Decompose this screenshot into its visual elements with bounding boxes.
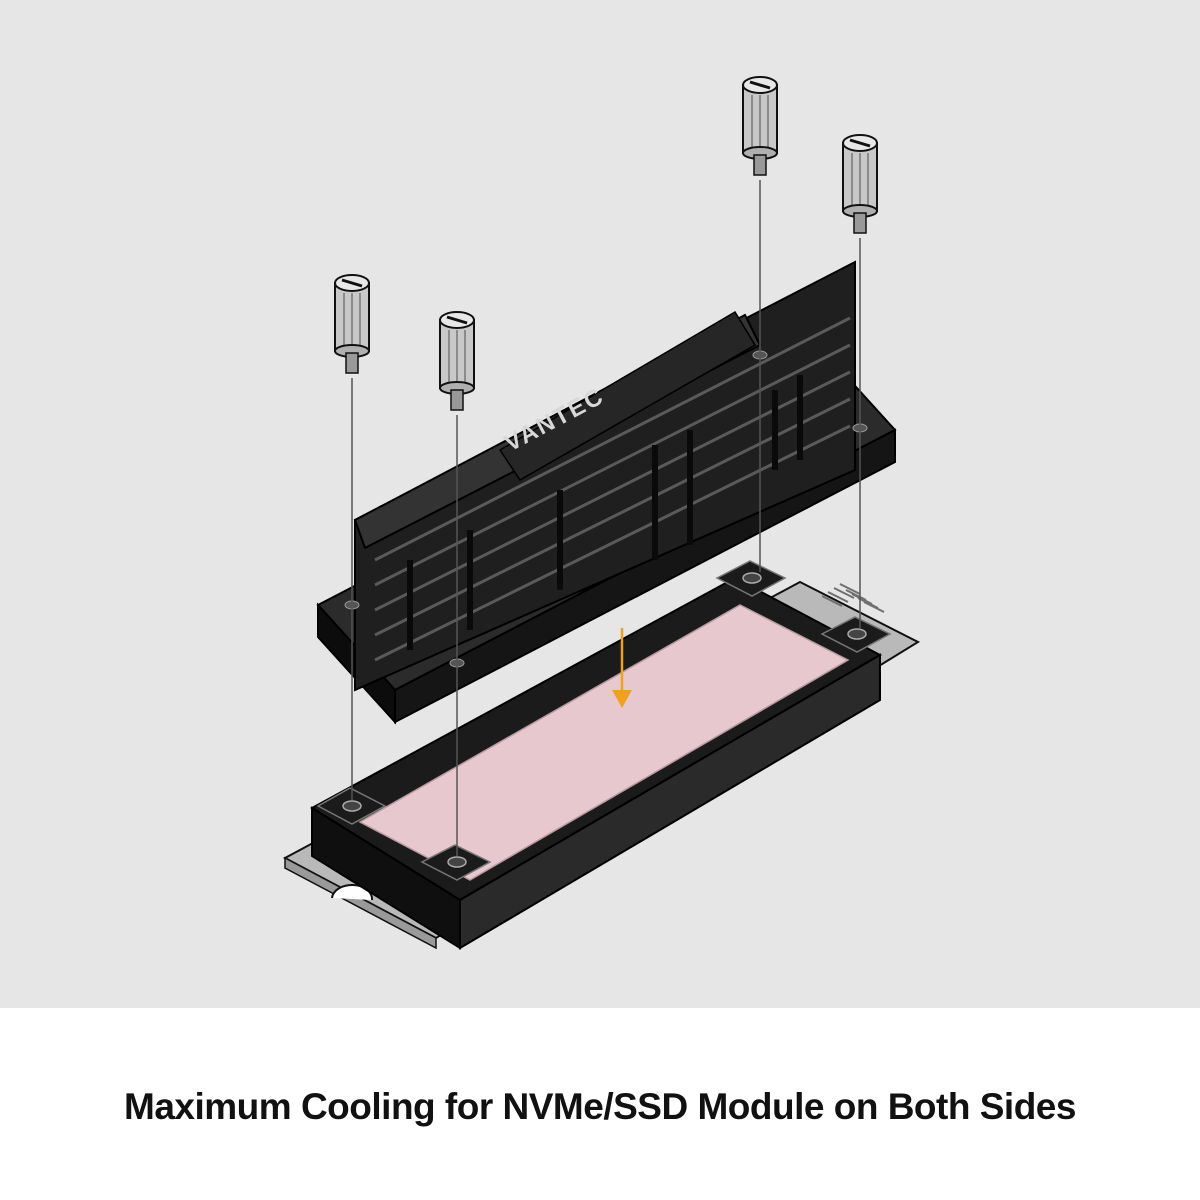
frame-corner-block-back xyxy=(715,560,787,597)
heatsink-logo-ridge xyxy=(498,310,757,481)
pcb-connector-pins xyxy=(821,583,885,613)
thumb-screw-1 xyxy=(334,274,370,374)
thumb-screw-4 xyxy=(842,134,878,234)
frame-corner-block-left xyxy=(316,787,387,825)
assembly-diagram: VANTEC xyxy=(282,76,921,950)
caption-area: Maximum Cooling for NVMe/SSD Module on B… xyxy=(0,1008,1200,1200)
frame-corner-block-front xyxy=(420,844,492,881)
thumb-screw-2 xyxy=(439,311,475,411)
heatsink: VANTEC xyxy=(316,260,897,725)
thumb-screw-3 xyxy=(742,76,778,176)
heatsink-fin-slots xyxy=(407,375,803,650)
bottom-frame-front xyxy=(459,653,881,950)
bottom-assembly xyxy=(282,560,921,950)
frame-corner-block-right xyxy=(820,616,892,653)
ssd-pcb-edge xyxy=(284,856,437,950)
pcb-screw-notch xyxy=(331,883,374,901)
heatsink-fins xyxy=(374,316,851,662)
assembly-arrow xyxy=(612,628,632,708)
screw-guide-lines xyxy=(351,180,861,856)
exploded-view-illustration: VANTEC xyxy=(0,0,1200,1008)
product-caption: Maximum Cooling for NVMe/SSD Module on B… xyxy=(124,1086,1076,1127)
